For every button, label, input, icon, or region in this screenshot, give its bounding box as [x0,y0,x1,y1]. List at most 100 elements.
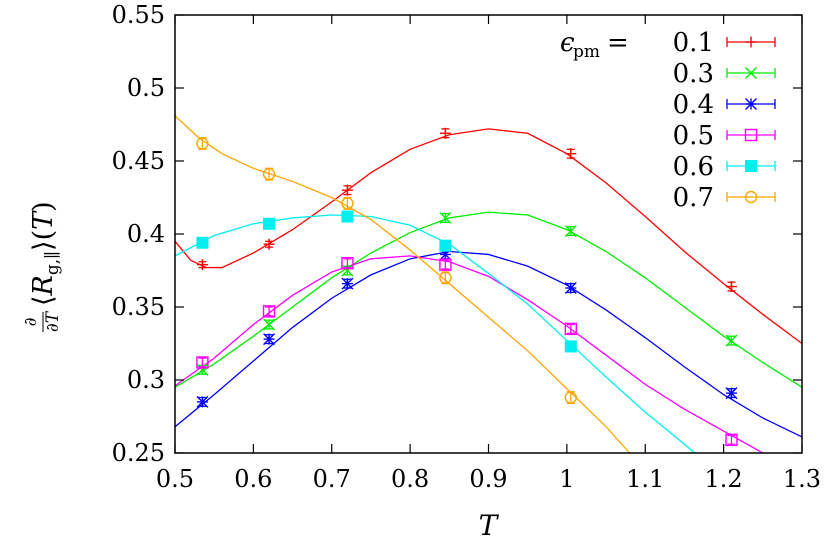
marker [263,217,276,230]
x-tick-label: 1 [559,465,574,493]
y-tick-label: 0.5 [127,74,165,102]
y-axis: 0.250.30.350.40.450.50.55 [112,1,802,467]
fit-curve-0.5 [175,255,764,453]
y-tick-label: 0.3 [127,366,165,394]
data-point-0.1 [263,238,275,250]
marker-b [341,277,354,290]
legend-label-0.6: 0.6 [673,152,714,182]
marker [725,387,738,400]
marker [262,167,276,181]
marker [564,322,577,336]
marker-box [564,322,577,336]
marker [341,184,353,196]
data-point-0.6 [564,340,577,353]
marker [564,225,577,238]
x-tick-label: 1.3 [783,465,821,493]
legend-marker [745,160,757,172]
data-point-0.5 [725,433,738,447]
legend-symbol-0.1 [726,36,776,48]
marker [439,258,452,271]
data-point-0.3 [725,334,738,347]
x-tick-label: 0.6 [234,465,272,493]
marker [341,277,354,290]
marker [341,257,354,270]
x-tick-label: 0.7 [313,465,351,493]
data-point-0.5 [439,258,452,271]
marker-box [564,340,577,353]
data-point-0.1 [439,127,451,139]
marker-b [196,363,209,376]
legend-marker-b [745,67,757,79]
legend-title-equals: = [607,28,629,58]
marker [262,305,276,318]
marker-box [196,356,209,369]
marker-b [564,282,577,295]
data-point-0.5 [262,305,276,318]
marker [263,333,276,346]
legend-symbol-0.4 [726,98,776,110]
data-point-0.7 [439,271,452,285]
marker [196,356,209,369]
marker [196,259,208,271]
marker [564,340,577,353]
marker-b [725,387,738,400]
marker-b [196,395,209,408]
x-tick-label: 0.9 [469,465,507,493]
marker [196,363,209,376]
legend-marker [745,67,757,79]
legend-symbol-0.7 [726,190,776,204]
y-tick-label: 0.55 [112,1,165,29]
legend-symbol-0.5 [726,128,776,142]
fit-curve-0.7 [175,115,631,453]
y-tick-label: 0.4 [127,220,165,248]
data-point-0.4 [725,387,738,400]
data-point-0.3 [196,363,209,376]
data-point-0.5 [564,322,577,336]
data-point-0.7 [341,196,354,210]
marker [564,282,577,295]
data-point-0.6 [439,239,452,252]
legend-label-0.4: 0.4 [673,90,714,120]
marker [263,238,275,250]
marker-box [263,217,276,230]
marker-box [196,236,209,249]
legend-marker-box [745,160,757,172]
fit-curve-0.6 [175,214,696,453]
marker-ring [341,197,354,210]
data-point-0.1 [196,259,208,271]
x-tick-label: 1.2 [705,465,743,493]
data-point-0.4 [263,333,276,346]
legend-marker [745,36,757,48]
marker-b [341,264,354,277]
fit-curve-0.3 [175,211,802,388]
marker-b [263,333,276,346]
marker-box [439,258,452,271]
y-label-body: ⟨Rg,∥⟩(T) [28,201,63,306]
marker-b [564,225,577,238]
marker [725,433,738,447]
marker-box [262,305,276,318]
data-point-0.5 [196,356,209,369]
data-point-0.4 [564,282,577,295]
marker-ring [196,137,209,150]
marker [196,395,209,408]
marker [341,264,354,277]
legend-label-0.5: 0.5 [673,121,714,151]
legend-marker [744,128,758,142]
data-point-0.7 [262,167,276,181]
marker [439,211,452,224]
marker [341,210,354,223]
marker [196,137,209,150]
marker [439,127,451,139]
x-tick-label: 0.8 [391,465,429,493]
data-point-0.4 [196,395,209,408]
legend-marker [744,190,758,204]
marker [196,236,209,249]
data-point-0.3 [564,225,577,238]
legend-title-subscript: pm [573,42,600,62]
marker-ring [564,391,577,404]
y-label-partial-den: ∂T [43,310,63,332]
data-point-0.6 [196,236,209,249]
